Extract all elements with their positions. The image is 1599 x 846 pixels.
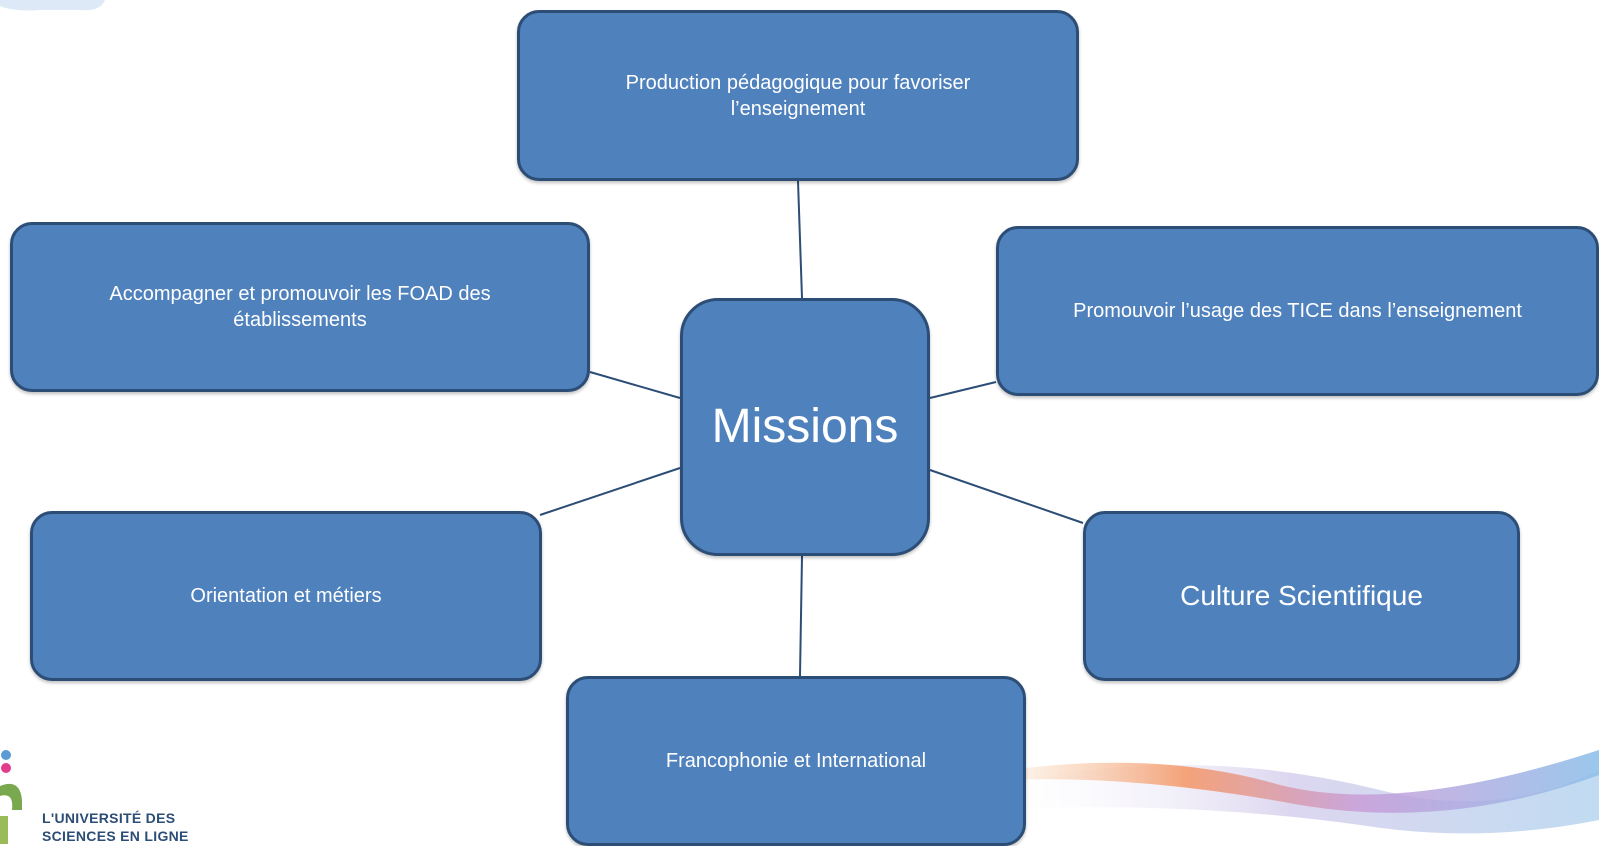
connector-right [929, 381, 997, 399]
mission-left-label: Accompagner et promouvoir les FOAD des é… [109, 283, 491, 331]
center-label: Missions [711, 400, 899, 453]
mission-node-bottom: Francophonie et International [566, 676, 1026, 846]
mission-node-top: Production pédagogique pour favoriser l’… [517, 10, 1079, 181]
connector-lower-left [539, 467, 681, 516]
center-node: Missions [680, 298, 930, 556]
logo-text-line2: SCIENCES EN LIGNE [42, 828, 189, 844]
mission-node-lower-right: Culture Scientifique [1083, 511, 1520, 681]
connector-left [589, 371, 681, 399]
connector-top [797, 180, 803, 299]
decorative-swoosh [980, 750, 1599, 834]
university-logo: L'UNIVERSITÉ DES SCIENCES EN LIGNE [0, 750, 240, 844]
logo-text-line1: L'UNIVERSITÉ DES [42, 810, 176, 826]
mission-node-right: Promouvoir l’usage des TICE dans l’ensei… [996, 226, 1599, 396]
connector-bottom [799, 555, 803, 677]
logo-mark-icon [0, 750, 22, 844]
mission-right-label: Promouvoir l’usage des TICE dans l’ensei… [1073, 300, 1522, 322]
mission-node-lower-left: Orientation et métiers [30, 511, 542, 681]
connector-lower-right [929, 469, 1084, 524]
mission-node-left: Accompagner et promouvoir les FOAD des é… [10, 222, 590, 392]
mission-top-label: Production pédagogique pour favoriser l’… [625, 71, 971, 120]
mission-lower-right-label: Culture Scientifique [1180, 580, 1423, 611]
mission-lower-left-label: Orientation et métiers [190, 585, 382, 607]
corner-decoration [0, 0, 105, 11]
mission-bottom-label: Francophonie et International [665, 750, 927, 772]
